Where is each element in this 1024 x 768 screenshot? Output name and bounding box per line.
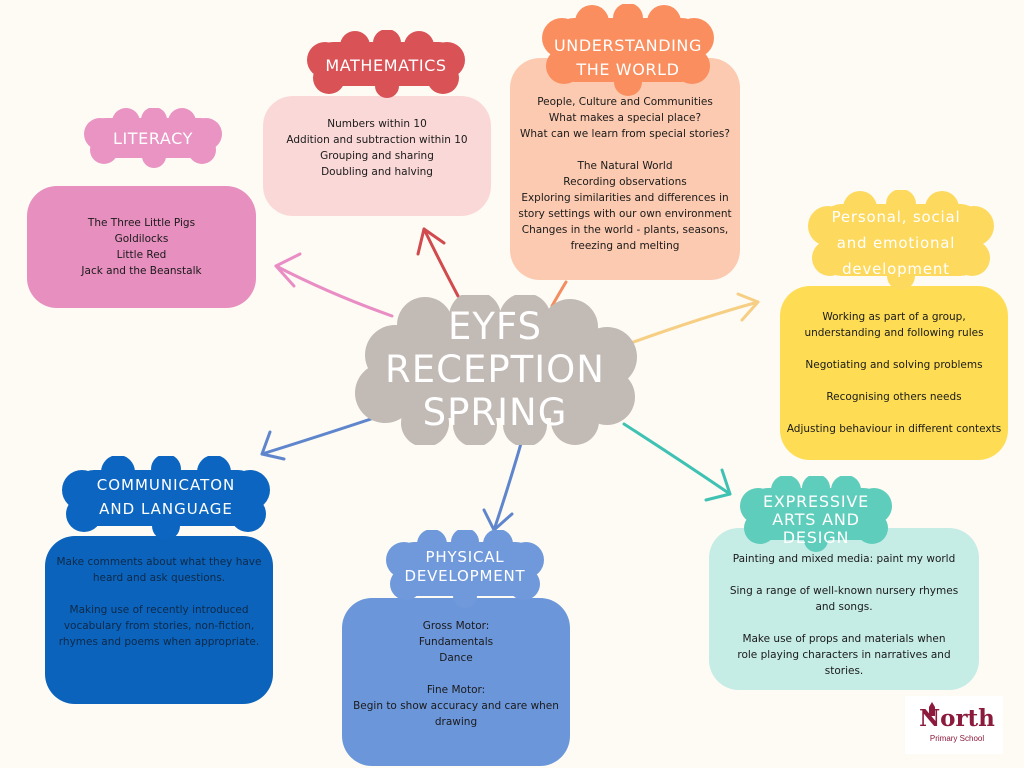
literacy-title: LITERACY [112,128,194,148]
literacy-title-cloud [84,108,222,168]
communication-title: COMMUNICATON AND LANGUAGE [96,476,236,518]
building-icon [929,702,935,716]
logo-name: North [919,705,995,732]
understanding-box: People, Culture and Communities What mak… [510,58,740,280]
arrow-literacy [274,252,394,318]
psed-title-cloud [808,190,994,290]
psed-title: Personal, social and emotional developme… [831,208,961,278]
expressive-box: Painting and mixed media: paint my world… [709,528,979,690]
mathematics-title: MATHEMATICS [325,55,447,75]
arrow-understanding [550,280,568,308]
physical-box: Gross Motor: Fundamentals Dance Fine Mot… [342,598,570,766]
school-logo: North Primary School [905,696,1003,754]
arrow-psed [626,292,760,346]
expressive-title-cloud [740,476,892,552]
psed-box: Working as part of a group, understandin… [780,286,1008,460]
center-cloud [355,295,637,445]
understanding-title-cloud [542,4,714,96]
expressive-title: EXPRESSIVE ARTS AND DESIGN [762,492,870,547]
center-title: EYFS RECEPTION SPRING [385,304,605,434]
communication-title-cloud [62,456,270,540]
logo-subtitle: Primary School [929,734,985,743]
mathematics-title-cloud [307,30,465,98]
arrow-expressive [622,422,732,502]
communication-box: Make comments about what they have heard… [45,536,273,704]
literacy-box: The Three Little Pigs Goldilocks Little … [27,186,256,308]
mathematics-box: Numbers within 10 Addition and subtracti… [263,96,491,216]
physical-title: PHYSICAL DEVELOPMENT [404,548,526,585]
physical-title-cloud [386,530,544,608]
understanding-title: UNDERSTANDING THE WORLD [553,36,703,79]
arrow-mathematics [416,227,460,298]
